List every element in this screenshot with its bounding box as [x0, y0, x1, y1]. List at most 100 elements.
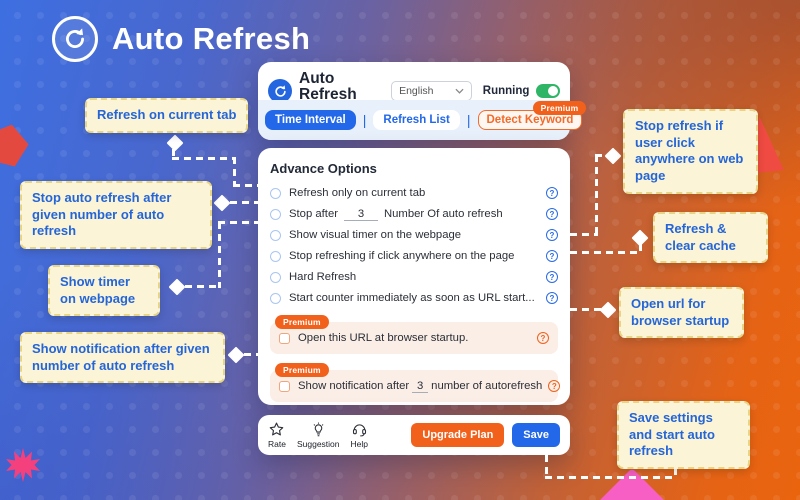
- help-icon[interactable]: [546, 271, 558, 283]
- help-icon[interactable]: [546, 292, 558, 304]
- connector-line: [233, 157, 236, 186]
- help-button[interactable]: Help: [351, 421, 368, 449]
- option-row-hard-refresh: Hard Refresh: [270, 269, 558, 285]
- tab-detect-keyword[interactable]: Detect Keyword Premium: [477, 101, 587, 130]
- option-row-stop-after: Stop after 3 Number Of auto refresh: [270, 206, 558, 222]
- help-icon[interactable]: [546, 229, 558, 241]
- stop-after-count-input[interactable]: 3: [343, 208, 378, 221]
- connector-line: [233, 184, 258, 187]
- connector-line: [172, 149, 175, 160]
- callout-show-timer: Show timer on webpage: [48, 265, 160, 317]
- checkbox-hard-refresh[interactable]: [270, 271, 281, 283]
- callout-stop-on-click: Stop refresh if user click anywhere on w…: [623, 109, 758, 194]
- diamond-decoration: [598, 468, 666, 500]
- premium-badge: Premium: [532, 101, 587, 115]
- callout-open-url-startup: Open url for browser startup: [619, 287, 744, 339]
- premium-notification-block: Premium Show notification after 3 number…: [270, 363, 561, 402]
- option-label-suffix: Number Of auto refresh: [383, 208, 503, 220]
- help-icon[interactable]: [546, 187, 558, 199]
- connector-line: [244, 353, 258, 356]
- notification-count-input[interactable]: 3: [412, 380, 429, 393]
- checkbox-open-url[interactable]: [279, 332, 290, 344]
- connector-line: [172, 157, 236, 160]
- option-row-stop-on-click: Stop refreshing if click anywhere on the…: [270, 248, 558, 264]
- tab-time-interval[interactable]: Time Interval: [265, 110, 356, 130]
- connector-line: [545, 476, 676, 479]
- advance-options-panel: Advance Options Refresh only on current …: [258, 148, 570, 428]
- chevron-down-icon: [455, 88, 464, 94]
- connector-line: [674, 468, 677, 479]
- popup-footer: Rate Suggestion Help Upgrade Plan Save: [258, 415, 570, 455]
- status-label: Running: [482, 85, 530, 98]
- rate-button[interactable]: Rate: [268, 421, 286, 449]
- connector-diamond: [604, 147, 622, 165]
- tab-refresh-list[interactable]: Refresh List: [373, 110, 460, 130]
- connector-diamond: [599, 301, 617, 319]
- starburst-decoration: [6, 448, 40, 482]
- tab-separator: |: [362, 112, 367, 128]
- help-icon[interactable]: [546, 250, 558, 262]
- option-label: Start counter immediately as soon as URL…: [289, 292, 535, 304]
- option-row-open-url: Open this URL at browser startup.: [279, 330, 549, 346]
- language-value: English: [399, 85, 434, 98]
- save-button[interactable]: Save: [512, 423, 560, 447]
- connector-line: [595, 154, 607, 157]
- popup-title: Auto Refresh: [299, 70, 357, 103]
- connector-diamond: [213, 194, 231, 212]
- connector-diamond: [631, 229, 649, 247]
- option-label: Hard Refresh: [289, 271, 357, 283]
- option-row-visual-timer: Show visual timer on the webpage: [270, 227, 558, 243]
- extension-popup-header: Auto Refresh V 1.0.19 English Running Ti…: [258, 62, 587, 140]
- option-label-prefix: Show notification after: [298, 380, 410, 392]
- callout-refresh-current-tab: Refresh on current tab: [85, 98, 249, 133]
- language-select[interactable]: English: [391, 81, 472, 102]
- option-row-show-notification: Show notification after 3 number of auto…: [279, 378, 561, 394]
- help-icon[interactable]: [546, 208, 558, 220]
- help-icon[interactable]: [537, 332, 549, 344]
- checkbox-visual-timer[interactable]: [270, 229, 281, 241]
- checkbox-stop-after[interactable]: [270, 208, 281, 220]
- callout-show-notification: Show notification after given number of …: [20, 332, 225, 384]
- pentagon-decoration: [0, 120, 32, 169]
- bulb-icon: [313, 422, 324, 437]
- headset-icon: [352, 424, 366, 437]
- help-icon[interactable]: [548, 380, 561, 392]
- connector-diamond: [168, 278, 186, 296]
- checkbox-start-counter[interactable]: [270, 292, 281, 304]
- help-label: Help: [350, 439, 368, 449]
- connector-line: [218, 221, 258, 224]
- checkbox-show-notification[interactable]: [279, 380, 290, 392]
- checkbox-stop-on-click[interactable]: [270, 250, 281, 262]
- connector-line: [570, 233, 598, 236]
- callout-stop-after-count: Stop auto refresh after given number of …: [20, 181, 212, 249]
- connector-line: [185, 285, 220, 288]
- callout-save-settings: Save settings and start auto refresh: [617, 401, 750, 469]
- tab-label: Detect Keyword: [486, 114, 574, 126]
- option-row-start-counter: Start counter immediately as soon as URL…: [270, 290, 558, 306]
- connector-line: [545, 455, 548, 479]
- premium-open-url-block: Premium Open this URL at browser startup…: [270, 315, 558, 354]
- toggle-knob: [548, 86, 558, 97]
- option-label: Stop refreshing if click anywhere on the…: [289, 250, 515, 262]
- connector-line: [230, 201, 258, 204]
- option-label: Show visual timer on the webpage: [289, 229, 462, 241]
- connector-diamond: [227, 346, 245, 364]
- tab-separator: |: [466, 112, 471, 128]
- checkbox-refresh-current-tab[interactable]: [270, 187, 281, 199]
- connector-line: [218, 222, 221, 288]
- extension-logo-icon: [268, 79, 292, 104]
- tab-bar: Time Interval | Refresh List | Detect Ke…: [258, 100, 587, 140]
- brand-header: Auto Refresh: [52, 16, 310, 62]
- connector-line: [570, 308, 603, 311]
- suggestion-button[interactable]: Suggestion: [297, 421, 340, 449]
- running-toggle[interactable]: [536, 84, 560, 99]
- connector-line: [639, 244, 642, 253]
- app-logo-icon: [52, 16, 98, 62]
- option-label-prefix: Stop after: [289, 208, 338, 220]
- option-label: Open this URL at browser startup.: [298, 332, 469, 344]
- premium-badge: Premium: [275, 315, 329, 329]
- option-label-suffix: number of autorefresh: [431, 380, 543, 392]
- panel-heading: Advance Options: [270, 161, 377, 176]
- upgrade-plan-button[interactable]: Upgrade Plan: [411, 423, 505, 447]
